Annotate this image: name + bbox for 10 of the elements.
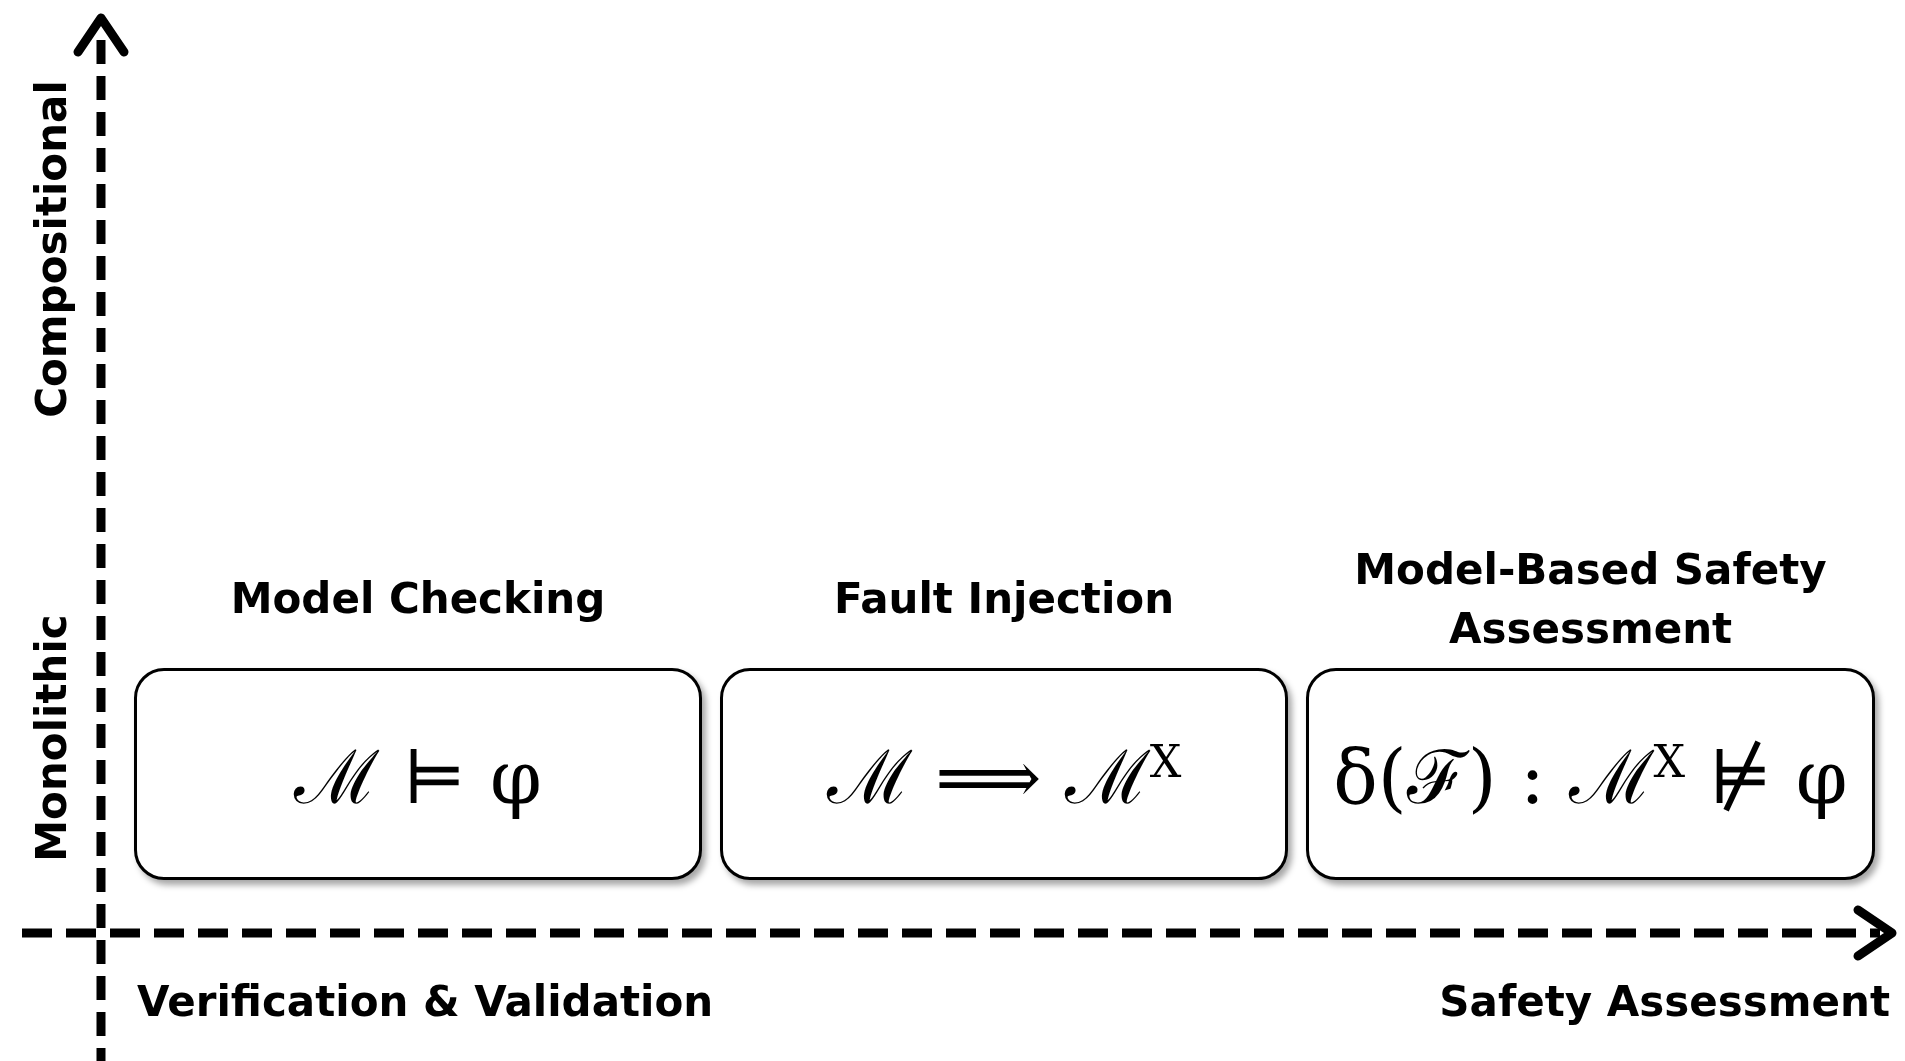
box-heading: Fault Injection	[832, 573, 1176, 625]
box-heading: Model-Based Safety Assessment	[1353, 544, 1828, 655]
formula: ℳ ⊨ φ	[294, 732, 542, 822]
axis-label: Verification & Validation	[137, 977, 714, 1026]
formula: δ(ℱ) : ℳ$^{X}$ ⊭ φ	[1333, 732, 1848, 822]
box-heading: Model Checking	[229, 573, 607, 625]
axis-label: Compositional	[26, 80, 76, 418]
axis-label: Safety Assessment	[1439, 977, 1890, 1026]
axis-label: Monolithic	[26, 614, 76, 862]
formula: ℳ ⟹ ℳ$^{X}$	[826, 732, 1182, 822]
